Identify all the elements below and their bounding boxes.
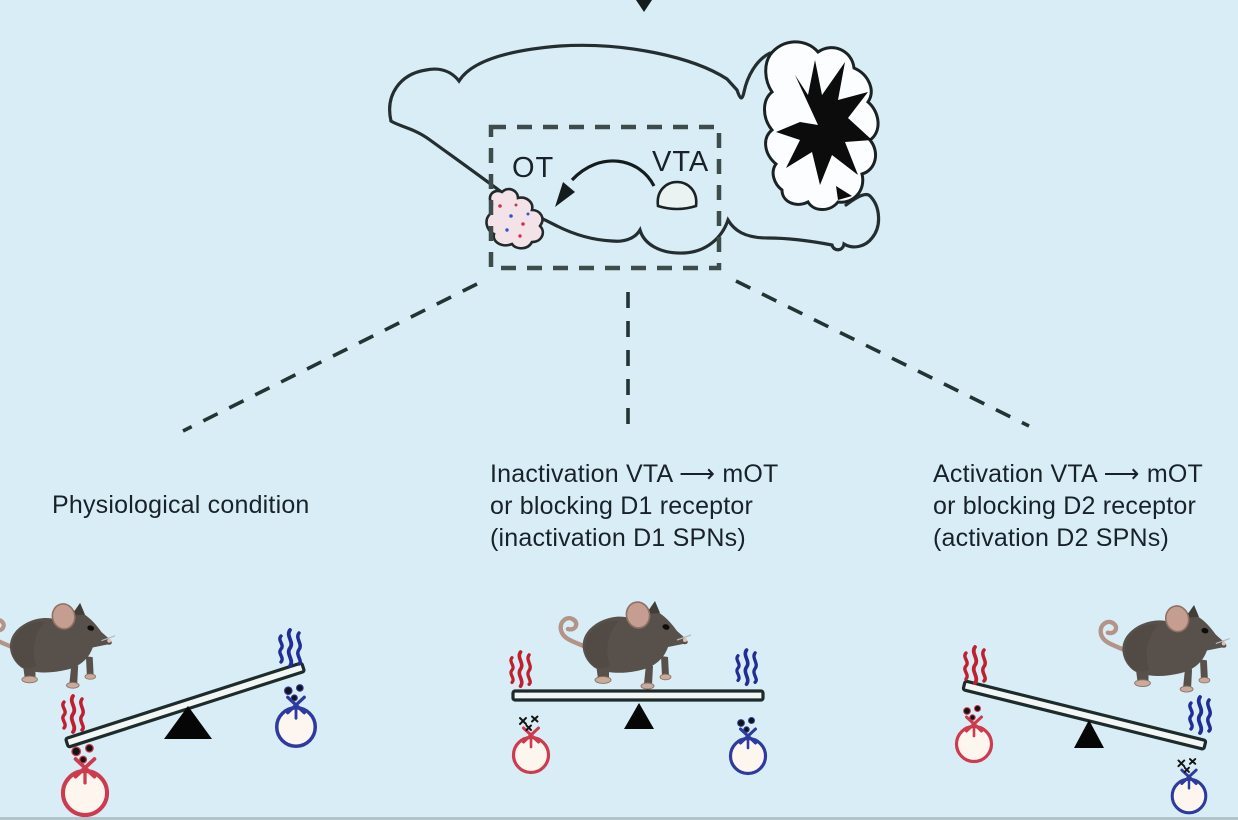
figure-bottom-edge [0, 817, 1238, 820]
odor-bag-red [954, 705, 994, 764]
caption-physiological: Physiological condition [52, 489, 310, 521]
fulcrum-triangle [164, 706, 212, 739]
caption-line: Activation VTA ⟶ mOT [933, 460, 1203, 488]
fulcrum-triangle [624, 703, 654, 729]
brain-outline-dorsal [388, 43, 772, 123]
caption-line: (inactivation D1 SPNs) [490, 524, 746, 552]
caption-line: or blocking D1 receptor [490, 492, 754, 520]
fulcrum-triangle [1074, 720, 1104, 748]
mouse-icon [1101, 604, 1230, 692]
odor-bag-blue [728, 717, 768, 776]
odor-bag-blue [274, 684, 318, 749]
seesaw-plank [511, 689, 765, 702]
ot-label: OT [512, 152, 555, 184]
ot-region [485, 187, 545, 250]
cerebellum-arbor-accent [836, 186, 852, 200]
heat-icon-red [60, 694, 86, 734]
brain-illustration [388, 0, 881, 271]
connector-line-right [735, 279, 1030, 428]
connector-line-left [182, 282, 478, 433]
heat-icon-blue [277, 628, 303, 668]
mouse-icon [0, 602, 115, 688]
panel-inactivation [509, 600, 768, 776]
heat-icon-red [509, 650, 533, 689]
connector-lines [182, 279, 1030, 433]
vta-to-ot-arrow [555, 159, 656, 207]
mouse-icon [561, 600, 691, 689]
caption-line: (activation D2 SPNs) [933, 524, 1170, 552]
caption-line: Physiological condition [52, 491, 310, 519]
odor-bag-red [511, 715, 551, 775]
seesaw-plank [961, 679, 1208, 751]
vta-label: VTA [652, 146, 710, 178]
caption-line: or blocking D2 receptor [933, 492, 1197, 520]
heat-icon-blue [1187, 695, 1213, 735]
heat-icon-blue [735, 648, 759, 687]
top-arrowhead-icon [636, 0, 652, 12]
caption-inactivation: Inactivation VTA ⟶ mOT or blocking D1 re… [490, 458, 778, 554]
dashed-roi-box [488, 124, 722, 271]
caption-activation: Activation VTA ⟶ mOT or blocking D2 rece… [933, 458, 1203, 554]
caption-line: Inactivation VTA ⟶ mOT [490, 460, 779, 488]
panel-activation [954, 604, 1230, 815]
odor-bag-blue [1170, 758, 1208, 815]
heat-icon-red [962, 645, 988, 685]
cerebellum-arbor-icon [776, 60, 872, 185]
vta-region [656, 180, 698, 211]
odor-bag-red [63, 743, 107, 815]
panel-physiological [0, 602, 318, 815]
